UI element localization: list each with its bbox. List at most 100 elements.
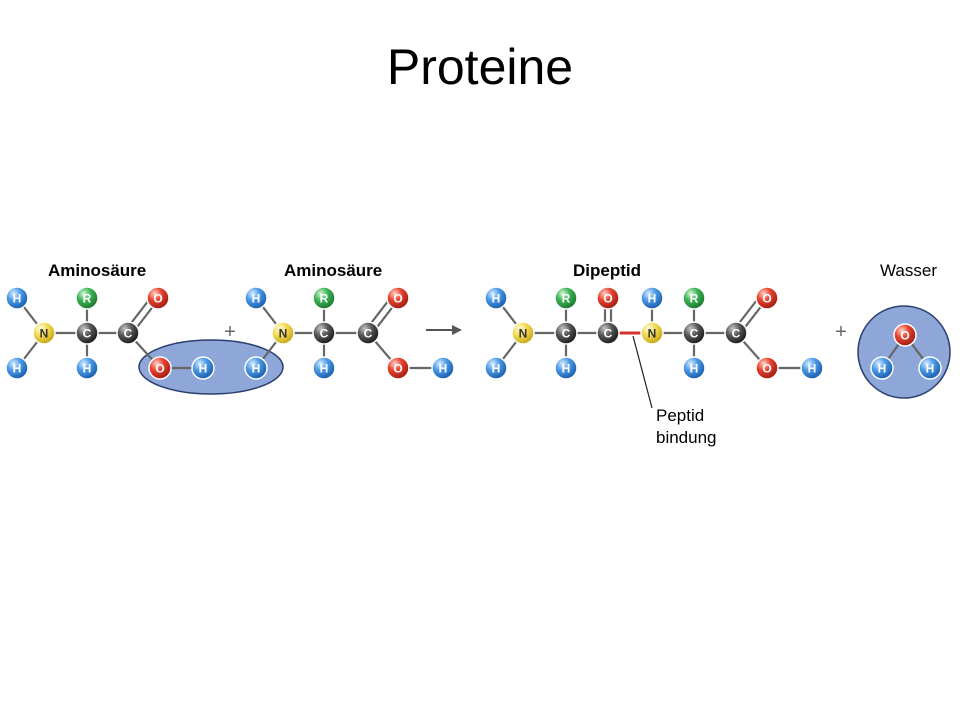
atom-carbon: C [596,321,620,345]
atom-residue: R [554,286,578,310]
atom-hydrogen-symbol: H [252,362,261,376]
atom-carbon-sphere [312,321,336,345]
atom-carbon-sphere [724,321,748,345]
atom-hydrogen: H [431,356,455,380]
atom-hydrogen-sphere [5,286,29,310]
atom-oxygen-sphere [146,286,170,310]
atom-hydrogen-symbol: H [690,362,699,376]
atom-residue-symbol: R [320,292,329,306]
atom-hydrogen-symbol: H [492,292,501,306]
atom-oxygen-symbol: O [762,362,771,376]
atom-oxygen-sphere [148,356,172,380]
atom-residue: R [682,286,706,310]
atom-residue-sphere [75,286,99,310]
atom-hydrogen-sphere [244,286,268,310]
atom-carbon-sphere [116,321,140,345]
atom-carbon-symbol: C [124,327,133,341]
atom-carbon: C [116,321,140,345]
atom-hydrogen-sphere [682,356,706,380]
atom-carbon: C [724,321,748,345]
reaction-arrow [426,325,462,335]
atom-hydrogen-symbol: H [199,362,208,376]
atom-hydrogen: H [191,356,215,380]
atom-hydrogen-sphere [312,356,336,380]
atom-residue-symbol: R [562,292,571,306]
atom-hydrogen-symbol: H [252,292,261,306]
atom-hydrogen-sphere [244,356,268,380]
atom-hydrogen-symbol: H [439,362,448,376]
atom-oxygen-symbol: O [153,292,162,306]
atom-oxygen-sphere [755,286,779,310]
peptide-bond-annotation: Peptid bindung [656,405,717,449]
atom-carbon: C [682,321,706,345]
atom-carbon-symbol: C [83,327,92,341]
atom-hydrogen-symbol: H [562,362,571,376]
atom-oxygen-symbol: O [603,292,612,306]
atom-residue-symbol: R [83,292,92,306]
plus-sign-2: + [835,321,847,343]
atom-carbon-sphere [356,321,380,345]
atom-carbon-sphere [554,321,578,345]
atom-oxygen: O [596,286,620,310]
atom-oxygen-sphere [386,286,410,310]
atom-oxygen: O [755,286,779,310]
label-amino-acid-1: Aminosäure [48,261,147,280]
atom-hydrogen-symbol: H [878,362,887,376]
atom-carbon-symbol: C [562,327,571,341]
atom-hydrogen-sphere [800,356,824,380]
atom-carbon: C [312,321,336,345]
atom-oxygen: O [755,356,779,380]
atom-hydrogen: H [484,286,508,310]
peptide-bond-label-line2: bindung [656,428,717,447]
atom-nitrogen: N [271,321,295,345]
atom-nitrogen-sphere [32,321,56,345]
atom-carbon-sphere [75,321,99,345]
atom-nitrogen-symbol: N [519,327,528,341]
atom-carbon-symbol: C [604,327,613,341]
atom-hydrogen: H [640,286,664,310]
atom-residue-sphere [554,286,578,310]
atom-carbon-symbol: C [364,327,373,341]
atom-nitrogen: N [640,321,664,345]
atom-oxygen: O [386,286,410,310]
atom-carbon: C [75,321,99,345]
atom-hydrogen: H [244,286,268,310]
atom-oxygen-sphere [596,286,620,310]
atom-hydrogen-symbol: H [492,362,501,376]
atom-carbon-symbol: C [320,327,329,341]
atom-hydrogen: H [918,356,942,380]
atom-oxygen: O [893,323,917,347]
label-water: Wasser [880,261,937,280]
atom-nitrogen-sphere [640,321,664,345]
atom-nitrogen-symbol: N [40,327,49,341]
atom-hydrogen-symbol: H [13,292,22,306]
atom-hydrogen-symbol: H [648,292,657,306]
atom-oxygen-sphere [386,356,410,380]
atom-hydrogen: H [5,286,29,310]
atom-hydrogen-symbol: H [926,362,935,376]
atom-nitrogen-symbol: N [279,327,288,341]
label-amino-acid-2: Aminosäure [284,261,383,280]
slide-title: Proteine [386,39,574,95]
atom-nitrogen-sphere [271,321,295,345]
atom-carbon-sphere [596,321,620,345]
atom-hydrogen-sphere [918,356,942,380]
atom-carbon: C [356,321,380,345]
atom-hydrogen: H [554,356,578,380]
atom-hydrogen-symbol: H [808,362,817,376]
atom-hydrogen: H [5,356,29,380]
atom-hydrogen-sphere [75,356,99,380]
atom-hydrogen: H [312,356,336,380]
atom-hydrogen: H [870,356,894,380]
atom-hydrogen-sphere [431,356,455,380]
atom-hydrogen: H [244,356,268,380]
atom-oxygen-sphere [755,356,779,380]
atom-hydrogen-sphere [191,356,215,380]
atom-residue: R [75,286,99,310]
peptide-bond-label-line1: Peptid [656,406,705,425]
atom-carbon-symbol: C [690,327,699,341]
label-dipeptide: Dipeptid [573,261,641,280]
atom-oxygen-symbol: O [155,362,164,376]
